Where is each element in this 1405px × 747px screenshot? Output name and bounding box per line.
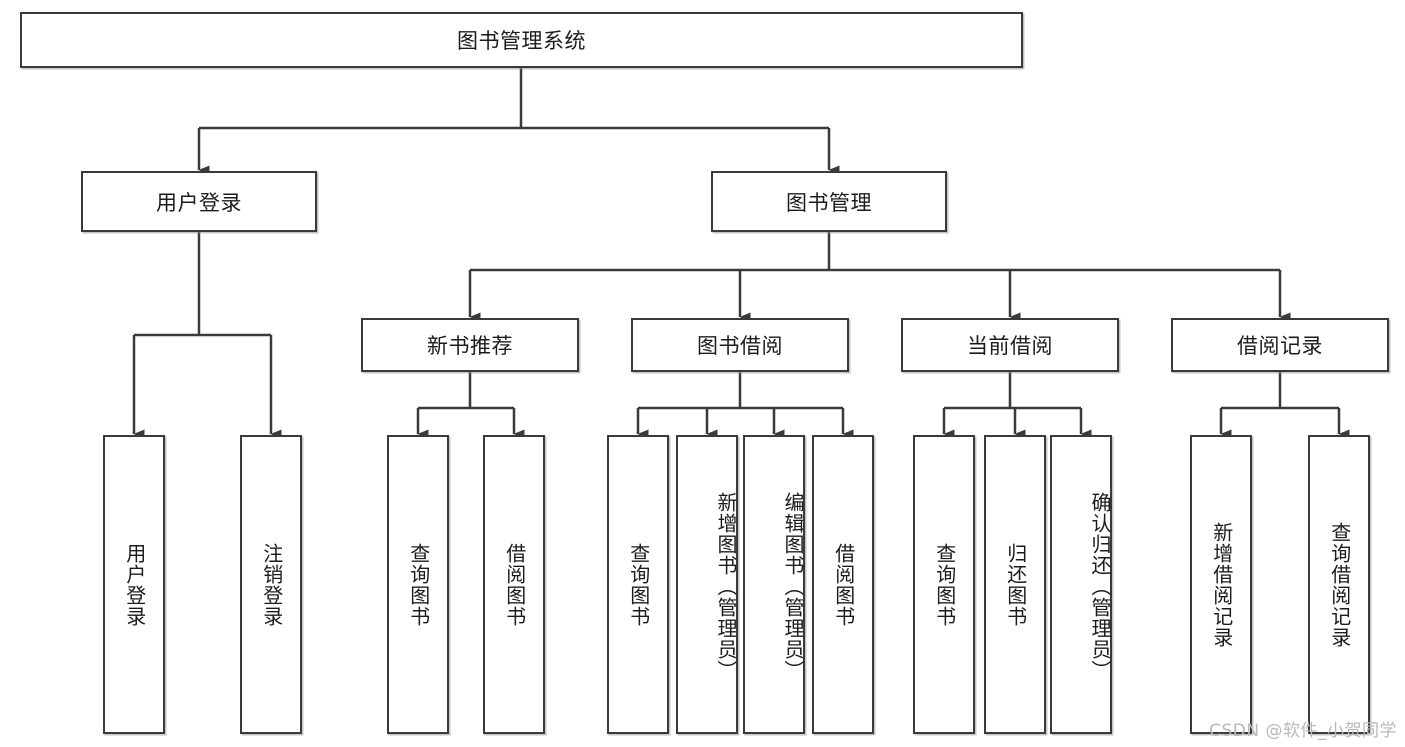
level3-node-box-3[interactable]: 借阅记录 [1171, 318, 1389, 372]
leaf-node-box-9[interactable]: 归还图书 [984, 435, 1046, 734]
level2-node-box-0[interactable]: 用户登录 [81, 171, 317, 232]
level2-node-box-1[interactable]: 图书管理 [711, 171, 947, 232]
leaf-node-box-12[interactable]: 查询借阅记录 [1308, 435, 1370, 734]
level3-node-box-1[interactable]: 图书借阅 [631, 318, 849, 372]
leaf-node-label-12: 查询借阅记录 [1327, 521, 1352, 648]
leaf-node-box-6[interactable]: 编辑图书（管理员） [743, 435, 805, 734]
leaf-node-box-1[interactable]: 注销登录 [240, 435, 302, 734]
leaf-node-label-8: 查询图书 [932, 542, 957, 627]
leaf-node-box-11[interactable]: 新增借阅记录 [1190, 435, 1252, 734]
leaf-node-box-10[interactable]: 确认归还（管理员） [1050, 435, 1112, 734]
leaf-node-label-3: 借阅图书 [502, 542, 527, 627]
leaf-node-label-5: 新增图书（管理员） [714, 492, 738, 681]
leaf-node-label-6: 编辑图书（管理员） [781, 492, 805, 681]
leaf-node-box-0[interactable]: 用户登录 [103, 435, 165, 734]
level3-node-label-0: 新书推荐 [427, 334, 513, 358]
leaf-node-label-2: 查询图书 [406, 542, 431, 627]
leaf-node-box-7[interactable]: 借阅图书 [812, 435, 874, 734]
leaf-node-label-11: 新增借阅记录 [1209, 521, 1234, 648]
level3-node-box-0[interactable]: 新书推荐 [361, 318, 579, 372]
level2-node-label-0: 用户登录 [156, 190, 242, 215]
leaf-node-box-5[interactable]: 新增图书（管理员） [676, 435, 738, 734]
leaf-node-label-1: 注销登录 [259, 542, 284, 627]
level3-node-label-3: 借阅记录 [1237, 334, 1323, 358]
watermark-text: CSDN @软件_小贺同学 [1209, 721, 1397, 741]
leaf-node-label-0: 用户登录 [122, 542, 147, 627]
level3-node-box-2[interactable]: 当前借阅 [901, 318, 1119, 372]
root-node-box-0[interactable]: 图书管理系统 [20, 12, 1023, 68]
leaf-node-label-7: 借阅图书 [831, 542, 856, 627]
level3-node-label-1: 图书借阅 [697, 334, 783, 358]
root-node-label-0: 图书管理系统 [457, 29, 586, 53]
level3-node-label-2: 当前借阅 [967, 334, 1053, 358]
leaf-node-box-4[interactable]: 查询图书 [607, 435, 669, 734]
leaf-node-label-4: 查询图书 [626, 542, 651, 627]
leaf-node-box-8[interactable]: 查询图书 [913, 435, 975, 734]
leaf-node-label-9: 归还图书 [1003, 542, 1028, 627]
leaf-node-box-3[interactable]: 借阅图书 [483, 435, 545, 734]
leaf-node-box-2[interactable]: 查询图书 [387, 435, 449, 734]
level2-node-label-1: 图书管理 [786, 190, 872, 215]
leaf-node-label-10: 确认归还（管理员） [1088, 492, 1112, 681]
